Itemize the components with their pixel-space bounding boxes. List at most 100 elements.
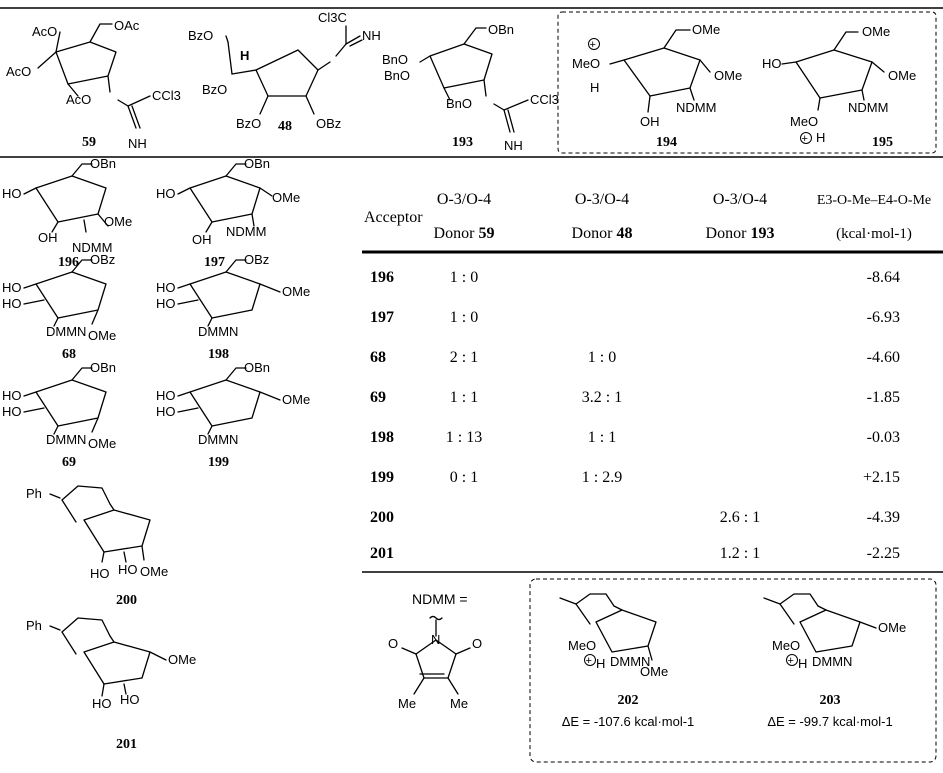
cation-195-sub-5: MeO <box>790 114 818 129</box>
acceptor-69-sub-5: OMe <box>88 436 116 451</box>
cell-energy: -8.64 <box>867 269 900 286</box>
cell-donor-48: 1 : 1 <box>588 429 616 446</box>
donor-48-sub-7: NH <box>362 28 381 43</box>
ndmm-sub-3: O <box>472 636 482 651</box>
cation-194-sub-3: H <box>590 80 599 95</box>
acceptor-201-sub-4: OMe <box>168 652 196 667</box>
cell-energy: -4.60 <box>867 349 900 366</box>
donor-48-sub-2: BzO <box>202 82 227 97</box>
acceptor-196-sub-2: HO <box>2 186 22 201</box>
cell-donor-48: 1 : 2.9 <box>582 469 622 486</box>
table-body: 196 1 : 0 -8.64 197 1 : 0 -6.93 68 2 : 1… <box>370 269 900 562</box>
donor-48-number: 48 <box>278 119 292 134</box>
acceptor-200-sub-4: OMe <box>140 564 168 579</box>
cell-donor-59: 1 : 13 <box>446 429 482 446</box>
cation-203-sub-3: DMMN <box>812 654 852 669</box>
acceptor-198-sub-1: OBz <box>244 252 269 267</box>
cation-195-sub-3: OMe <box>888 68 916 83</box>
acceptor-68-structure: OBz HO HO DMMN OMe 68 <box>2 252 116 362</box>
acceptor-201-sub-3: HO <box>120 692 140 707</box>
cell-donor-59: 0 : 1 <box>450 469 478 486</box>
acceptor-200-sub-1: Ph <box>26 486 42 501</box>
cation-194-sub-4: OMe <box>714 68 742 83</box>
acceptor-69-sub-1: OBn <box>90 360 116 375</box>
cation-194-sub-1: OMe <box>692 22 720 37</box>
donor-59-structure: AcO OAc AcO AcO CCl3 NH 59 <box>6 18 181 151</box>
donor-193-sub-4: BnO <box>446 96 472 111</box>
box-cations-top <box>557 11 937 154</box>
cell-energy: -6.93 <box>867 309 900 326</box>
cation-195-structure: + OMe HO OMe NDMM MeO H 195 <box>762 24 916 150</box>
acceptor-200-structure: Ph HO HO OMe 200 <box>26 485 168 608</box>
donor-59-sub-1: AcO <box>32 24 57 39</box>
cell-donor-59: 2 : 1 <box>450 349 478 366</box>
cation-194-structure: + OMe MeO H OMe OH NDMM 194 <box>572 22 742 150</box>
ndmm-legend: NDMM = O N O Me Me <box>388 591 482 711</box>
acceptor-201-sub-1: Ph <box>26 618 42 633</box>
acceptor-69-sub-3: HO <box>2 404 22 419</box>
table-row: 68 2 : 1 1 : 0 -4.60 <box>370 349 900 366</box>
header-energy: E3-O-Me–E4-O-Me <box>817 193 931 208</box>
acceptor-197-sub-2: HO <box>156 186 176 201</box>
cation-194-sub-2: MeO <box>572 56 600 71</box>
header-donor-59: Donor 59 <box>434 225 495 242</box>
cell-donor-59: 1 : 1 <box>450 389 478 406</box>
table-header: Acceptor O-3/O-4 O-3/O-4 O-3/O-4 Donor 5… <box>364 191 931 242</box>
donor-48-sub-4: BzO <box>236 116 261 131</box>
acceptor-69-sub-2: HO <box>2 388 22 403</box>
cell-acceptor: 69 <box>370 389 386 406</box>
cell-acceptor: 201 <box>370 545 394 562</box>
cation-195-sub-6: H <box>816 130 825 145</box>
donor-193-number: 193 <box>452 135 473 150</box>
donor-59-sub-4: AcO <box>66 92 91 107</box>
cation-194-sub-5: OH <box>640 114 660 129</box>
acceptor-196-sub-3: OMe <box>104 214 132 229</box>
acceptor-197-structure: OBn HO OMe OH NDMM 197 <box>156 156 300 270</box>
header-donor-193: Donor 193 <box>706 225 775 242</box>
table-row: 198 1 : 13 1 : 1 -0.03 <box>370 429 900 446</box>
ndmm-sub-4: Me <box>398 696 416 711</box>
acceptor-196-number: 196 <box>58 255 79 270</box>
acceptor-199-sub-3: HO <box>156 404 176 419</box>
acceptor-68-number: 68 <box>62 347 76 362</box>
donor-193-sub-3: BnO <box>384 68 410 83</box>
acceptor-200-sub-3: HO <box>118 562 138 577</box>
acceptor-200-sub-2: HO <box>90 566 110 581</box>
table-row: 201 1.2 : 1 -2.25 <box>370 545 900 562</box>
cation-195-number: 195 <box>872 135 893 150</box>
header-acceptor: Acceptor <box>364 209 423 226</box>
cell-donor-59: 1 : 0 <box>450 269 478 286</box>
cell-energy: -4.39 <box>867 509 900 526</box>
cation-194-number: 194 <box>656 135 677 150</box>
cation-203-sub-4: OMe <box>878 620 906 635</box>
acceptor-68-sub-1: OBz <box>90 252 115 267</box>
acceptor-199-sub-2: HO <box>156 388 176 403</box>
donor-59-sub-3: AcO <box>6 64 31 79</box>
header-ratio-59: O-3/O-4 <box>437 191 491 208</box>
acceptor-69-structure: OBn HO HO DMMN OMe 69 <box>2 360 116 470</box>
ndmm-sub-1: O <box>388 636 398 651</box>
donor-48-sub-3: H <box>240 48 249 63</box>
acceptor-197-sub-1: OBn <box>244 156 270 171</box>
acceptor-69-sub-4: DMMN <box>46 432 86 447</box>
donor-193-sub-6: NH <box>504 138 523 153</box>
acceptor-199-sub-5: OMe <box>282 392 310 407</box>
header-energy-unit: (kcal·mol-1) <box>836 226 912 242</box>
cation-202-sub-2: H <box>596 656 605 671</box>
table-row: 197 1 : 0 -6.93 <box>370 309 900 326</box>
table-row: 200 2.6 : 1 -4.39 <box>370 509 900 526</box>
acceptor-68-sub-2: HO <box>2 280 22 295</box>
cell-acceptor: 200 <box>370 509 394 526</box>
ndmm-label: NDMM = <box>412 591 468 607</box>
cation-202-energy: ΔE = -107.6 kcal·mol-1 <box>562 714 695 729</box>
table-row: 199 0 : 1 1 : 2.9 +2.15 <box>370 469 900 486</box>
cation-203-structure: + MeO H DMMN OMe 203 ΔE = -99.7 kcal·mol… <box>763 593 906 729</box>
acceptor-69-number: 69 <box>62 455 76 470</box>
acceptor-197-sub-5: NDMM <box>226 224 266 239</box>
cation-203-energy: ΔE = -99.7 kcal·mol-1 <box>767 714 892 729</box>
cell-donor-59: 1 : 0 <box>450 309 478 326</box>
cation-195-sub-4: NDMM <box>848 100 888 115</box>
donor-193-structure: OBn BnO BnO BnO CCl3 NH 193 <box>382 22 559 153</box>
svg-text:+: + <box>586 655 592 667</box>
